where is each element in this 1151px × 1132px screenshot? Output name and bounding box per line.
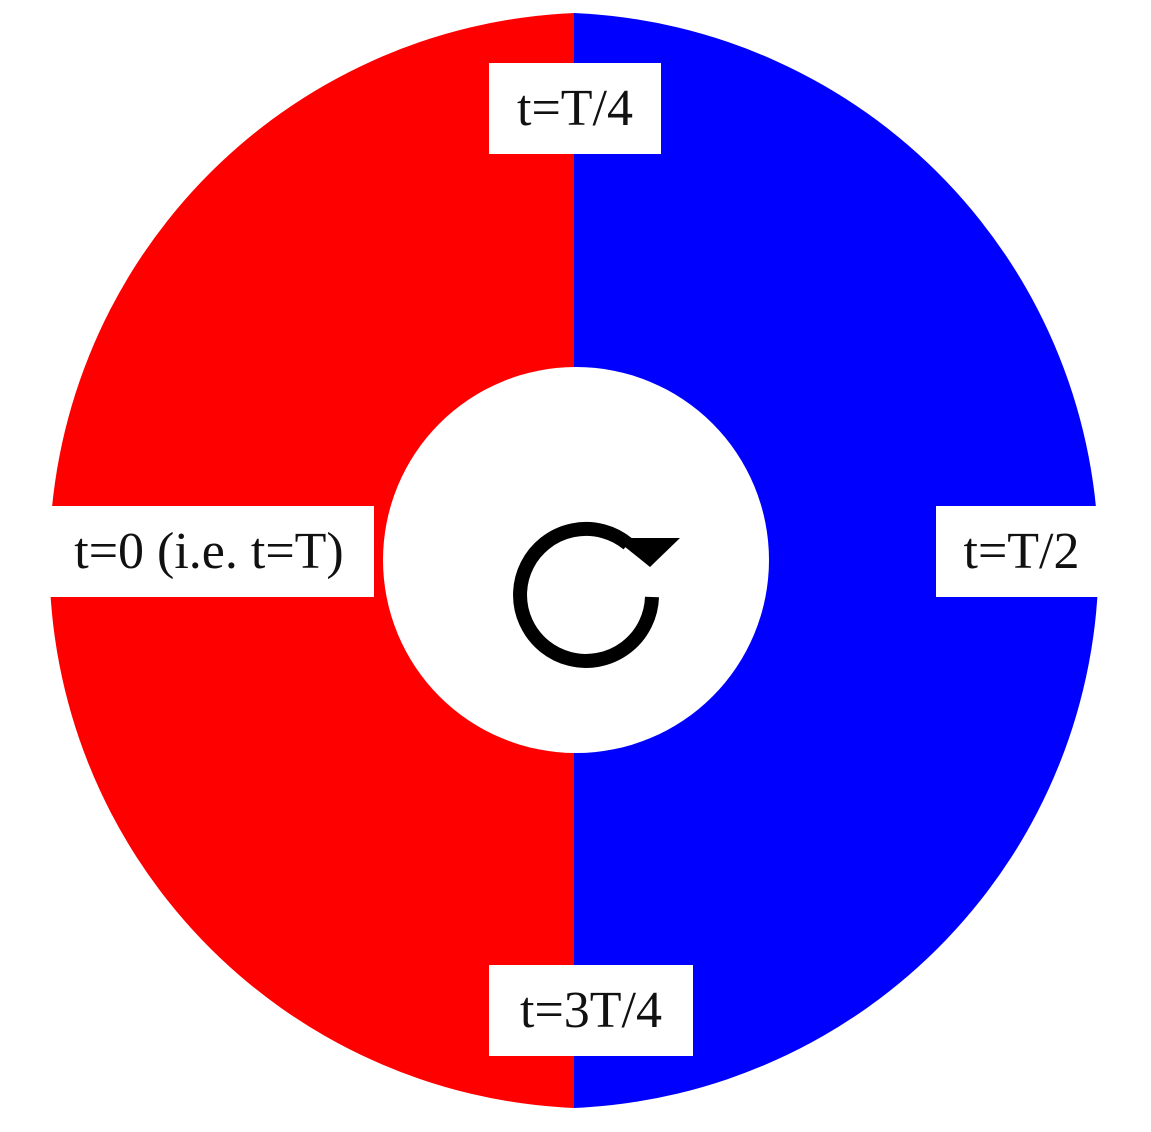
label-t-quarter-period: t=T/4 <box>489 63 661 154</box>
label-t-half-period: t=T/2 <box>936 506 1107 597</box>
center-hole <box>383 367 769 753</box>
clockwise-arrow-icon <box>513 521 680 668</box>
blue-half-disc <box>574 13 1099 1108</box>
label-t-zero: t=0 (i.e. t=T) <box>44 506 374 597</box>
label-t-three-quarter-period: t=3T/4 <box>489 965 693 1056</box>
